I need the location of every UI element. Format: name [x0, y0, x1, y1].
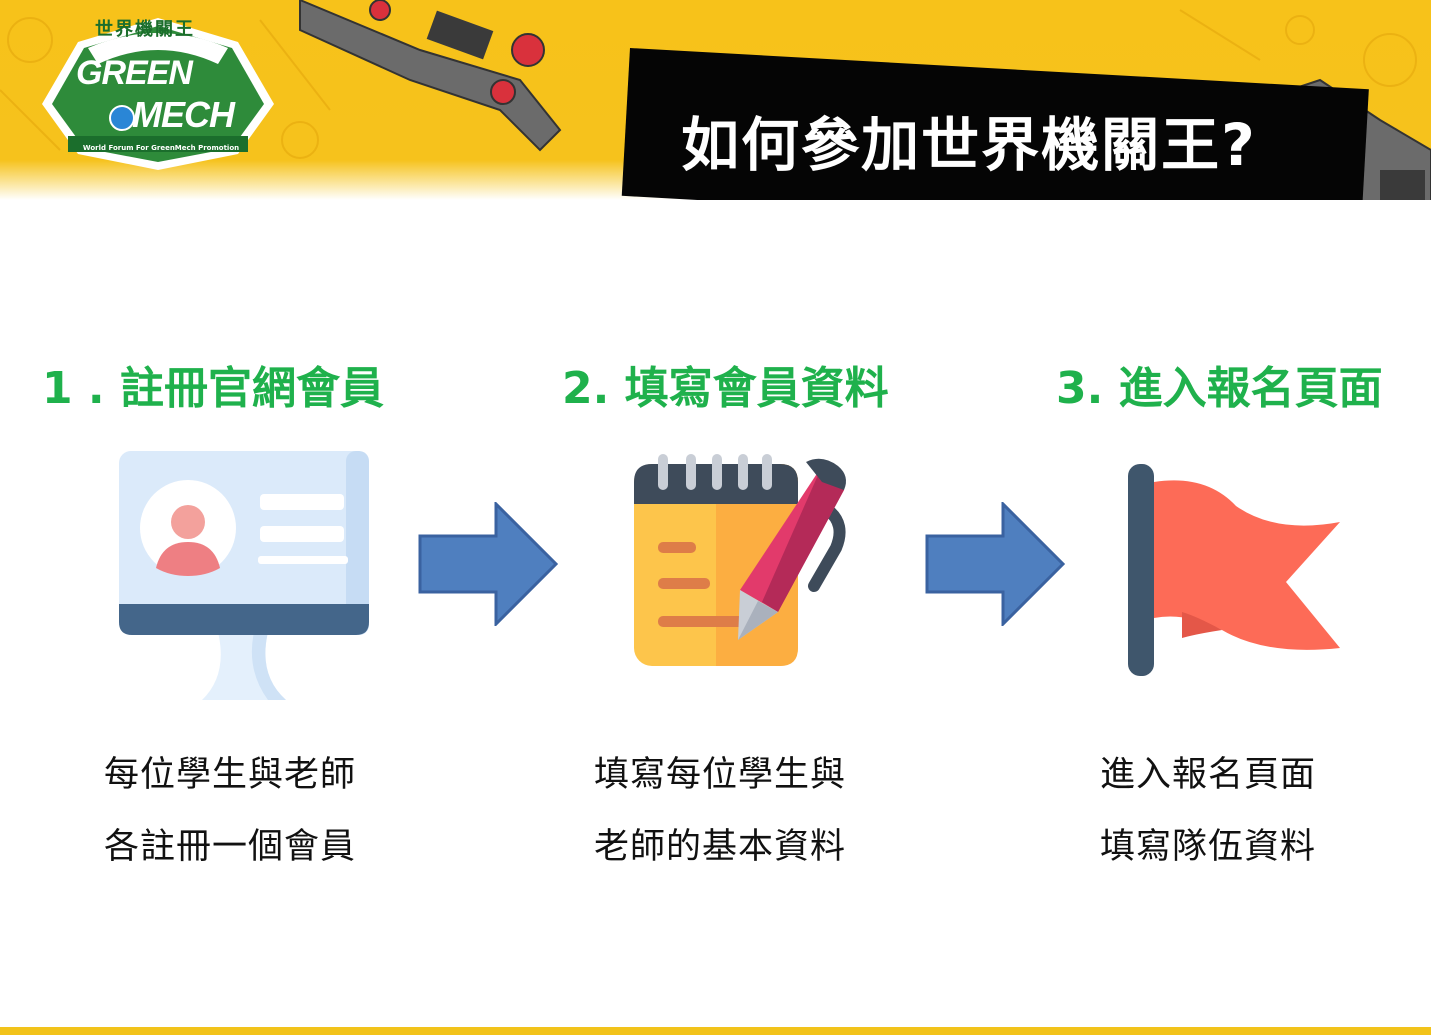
right-arrow-icon [418, 502, 558, 626]
logo-top-text: 世界機關王 [95, 19, 195, 40]
logo-mech-text: MECH [132, 94, 235, 135]
notepad-pen-icon [634, 454, 846, 666]
step-2-title: 2. 填寫會員資料 [562, 363, 889, 414]
greenmech-logo [42, 18, 274, 170]
robot-arm-left [299, 0, 562, 152]
step-2-desc-line1: 填寫每位學生與 [594, 755, 847, 795]
step-1-desc-line2: 各註冊一個會員 [104, 827, 357, 867]
step-3-desc-line2: 填寫隊伍資料 [1100, 827, 1317, 867]
step-2-desc-line2: 老師的基本資料 [594, 827, 847, 867]
step-1-desc-line1: 每位學生與老師 [104, 755, 357, 795]
step-3-desc-line1: 進入報名頁面 [1100, 755, 1317, 795]
logo-green-text: GREEN [76, 54, 193, 92]
right-arrow-icon [925, 502, 1065, 626]
bottom-divider [0, 1027, 1431, 1035]
logo-subtitle: World Forum For GreenMech Promotion [82, 144, 240, 152]
step-3-title: 3. 進入報名頁面 [1056, 363, 1383, 414]
header-banner: 世界機關王 GREEN MECH World Forum For GreenMe… [0, 0, 1431, 200]
page-title: 如何參加世界機關王? [681, 111, 1257, 179]
user-profile-monitor-icon [119, 451, 369, 700]
step-1-title: 1 . 註冊官網會員 [42, 363, 384, 414]
red-flag-icon [1128, 464, 1340, 676]
